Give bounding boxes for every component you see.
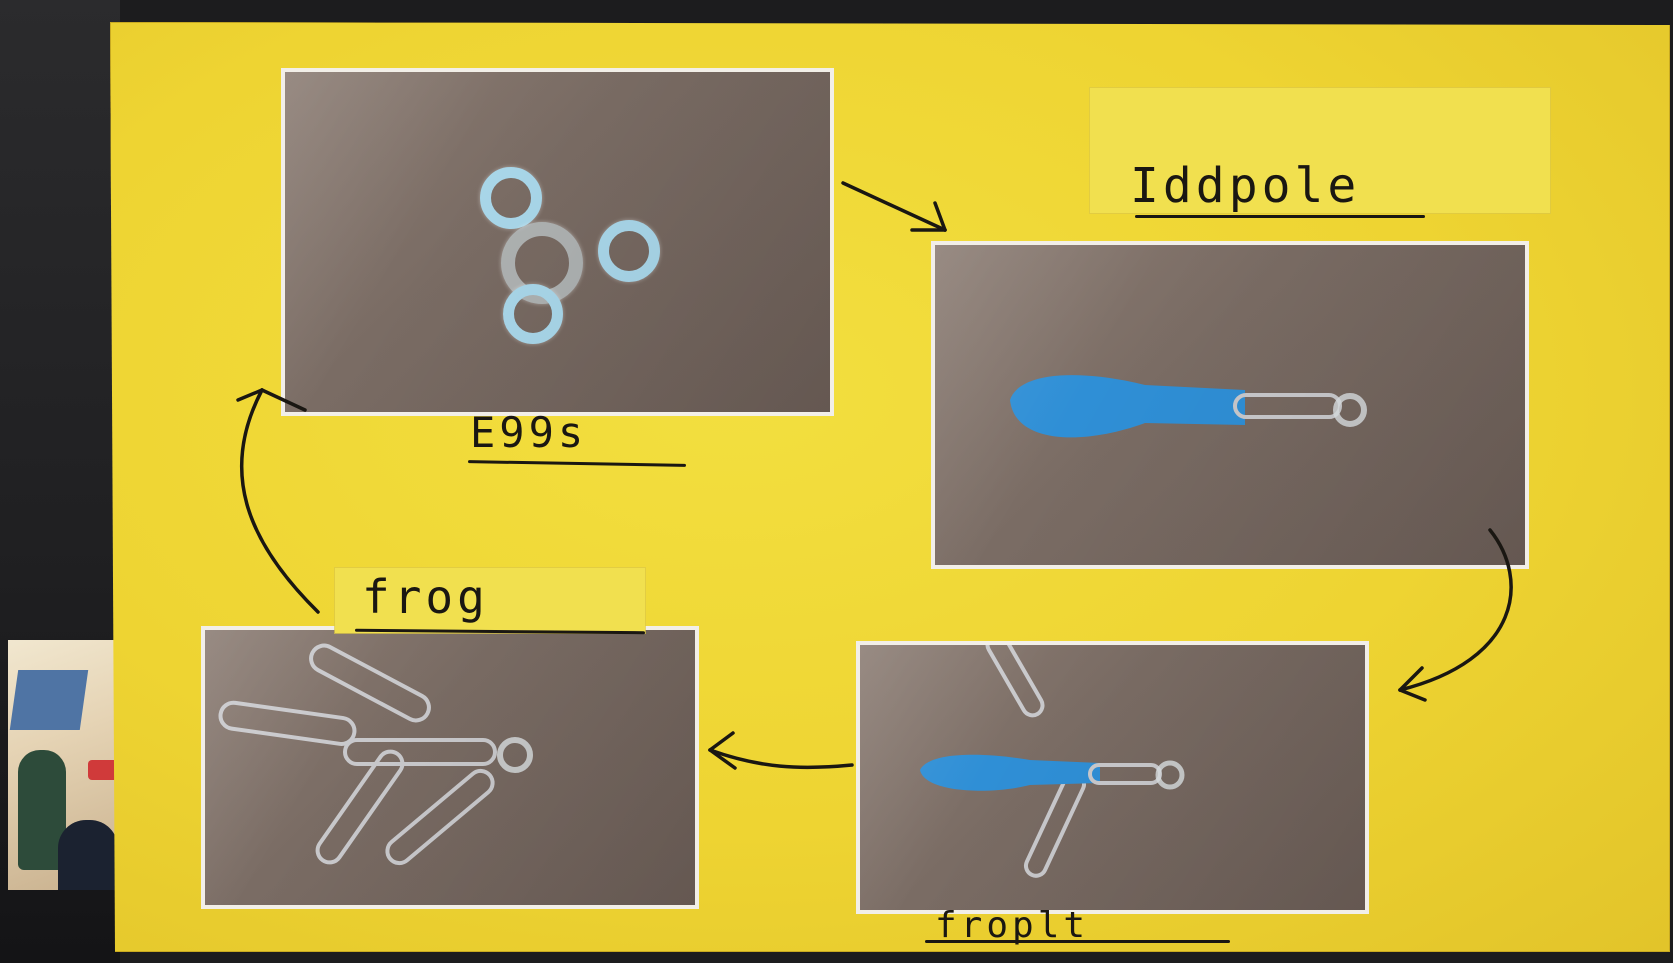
classroom-photo <box>8 640 116 890</box>
bead-ring <box>480 167 542 229</box>
frog-label: frog <box>362 570 489 624</box>
paperclip-icon <box>984 645 1046 719</box>
paperclip-icon <box>313 747 407 867</box>
paperclip-icon <box>1090 765 1160 783</box>
bead-ring <box>598 220 660 282</box>
bead-ring <box>503 284 563 344</box>
tadpole-model <box>935 245 1525 565</box>
paperclip-icon <box>345 740 495 764</box>
frog-model <box>205 630 695 905</box>
bead-ring <box>501 222 583 304</box>
paperclip-icon <box>307 641 434 725</box>
eggs-label: E99s <box>470 408 587 457</box>
froglet-model <box>860 645 1365 910</box>
tadpole-underline <box>1135 215 1425 218</box>
tadpole-label: Iddpole <box>1130 158 1360 214</box>
paperclip-icon <box>1023 771 1088 879</box>
froglet-photo <box>860 645 1365 910</box>
frog-photo <box>205 630 695 905</box>
tadpole-photo <box>935 245 1525 565</box>
eggs-photo <box>285 72 830 412</box>
paperclip-icon <box>1235 395 1340 417</box>
froglet-underline <box>925 940 1230 943</box>
paperclip-icon <box>382 766 497 868</box>
paperclip-icon <box>219 701 356 746</box>
